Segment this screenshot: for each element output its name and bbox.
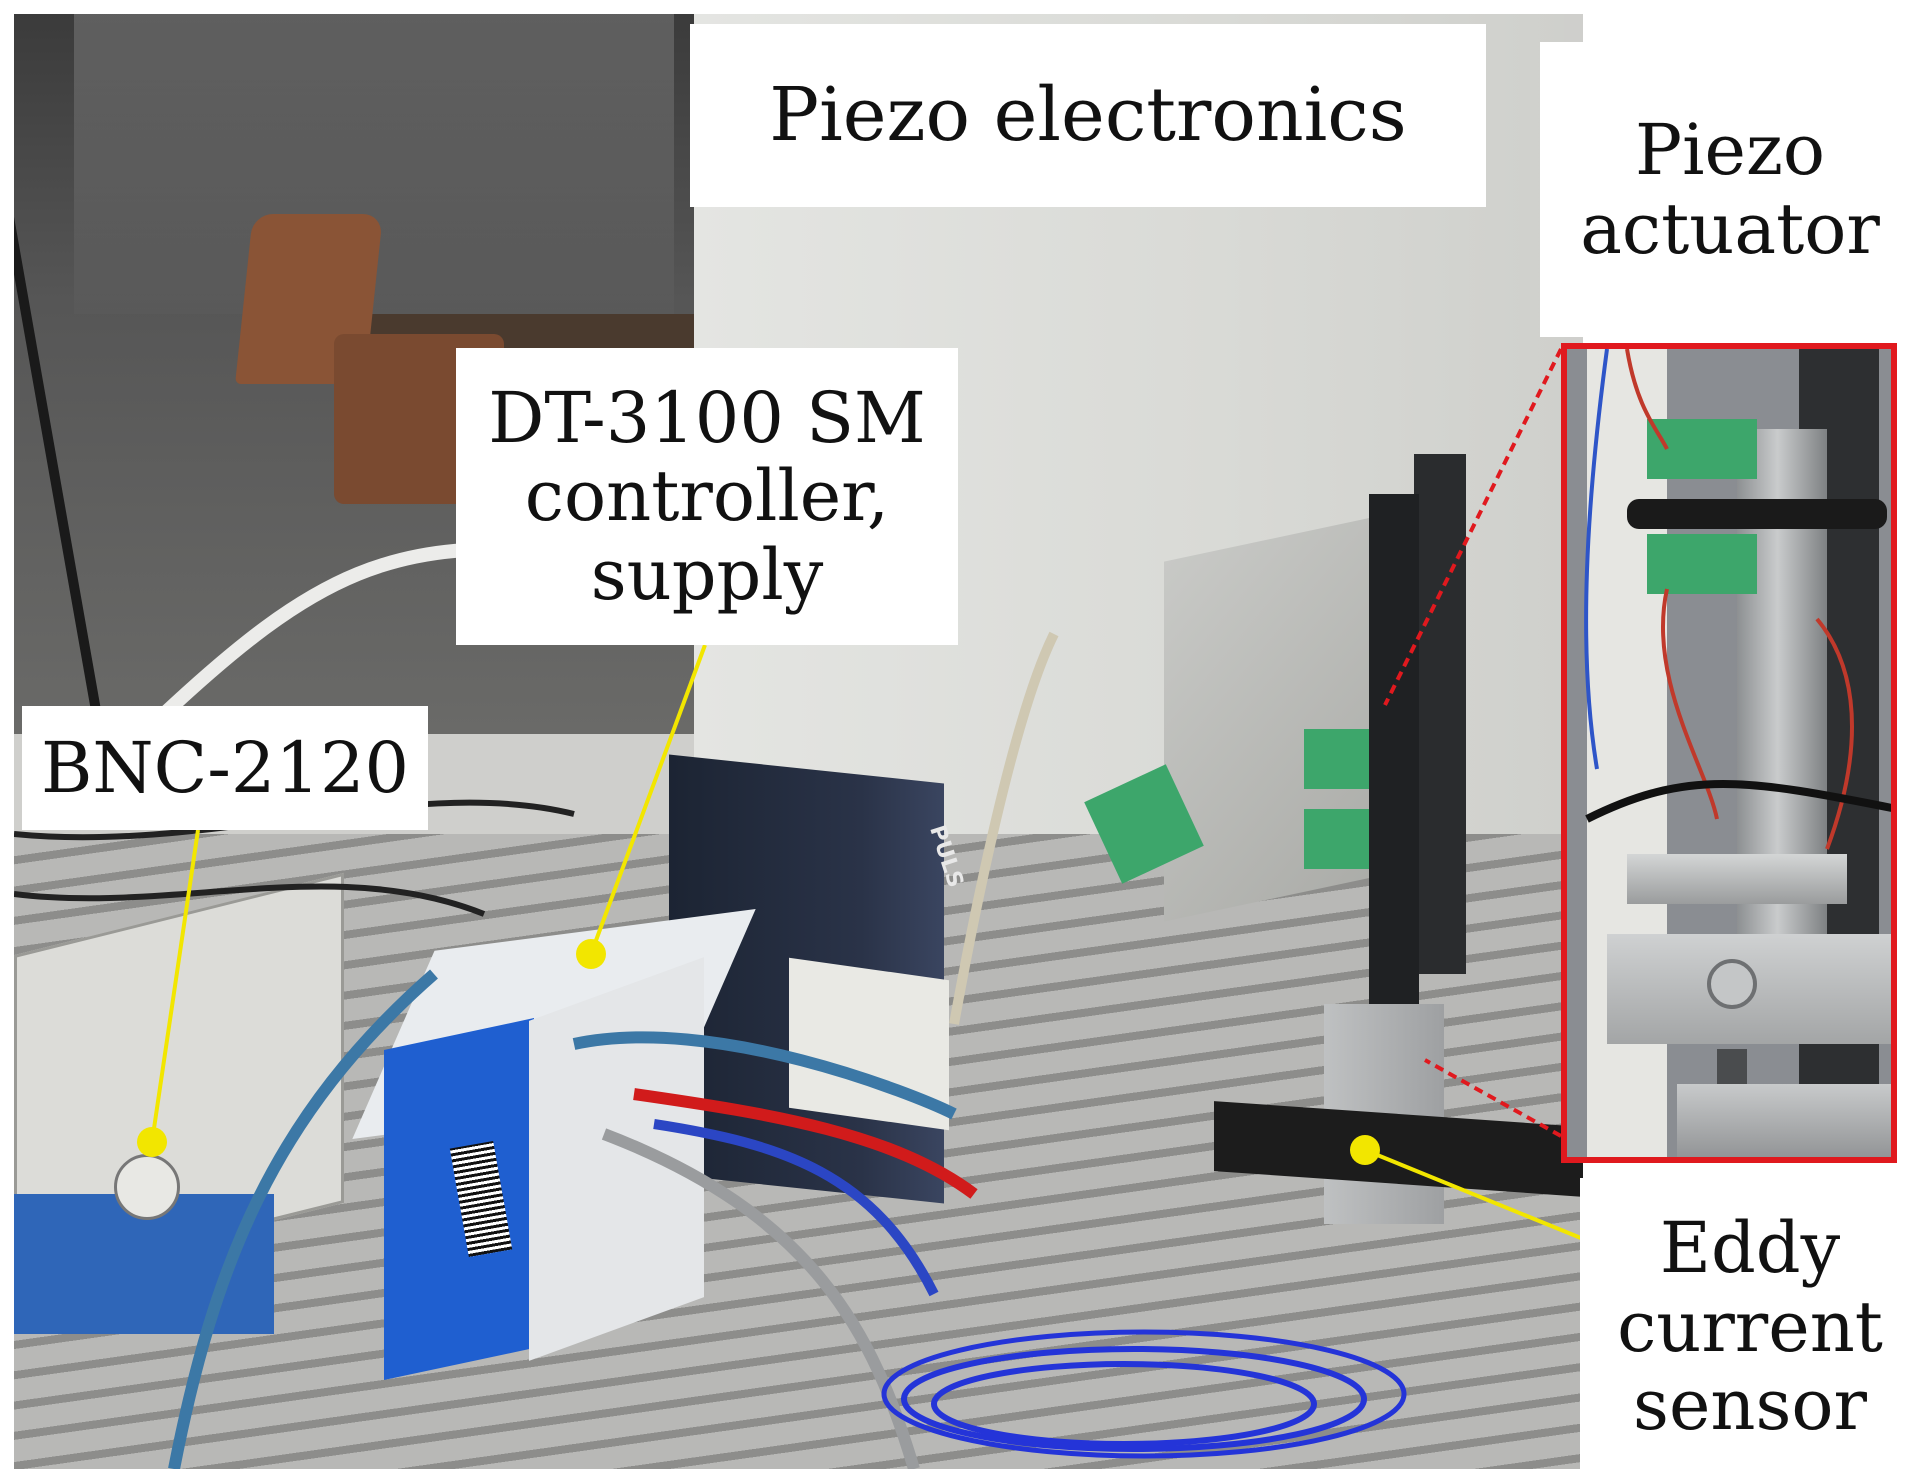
label-piezo-electronics: Piezo electronics	[690, 24, 1486, 207]
inset-screw-head	[1707, 959, 1757, 1009]
inset-actuator-cylinder	[1737, 429, 1827, 1029]
leader-line-controller	[589, 644, 707, 955]
label-controller-line-2: controller,	[524, 455, 890, 538]
label-bnc-2120-line-1: BNC-2120	[40, 726, 410, 809]
label-controller-line-3: supply	[590, 533, 824, 616]
inset-bottom-base	[1677, 1084, 1891, 1157]
label-eddy-line-3: sensor	[1633, 1364, 1867, 1447]
inset-terminal-block-lower	[1647, 534, 1757, 594]
leader-line-bnc	[150, 829, 200, 1143]
leader-dot-bnc	[137, 1127, 167, 1157]
label-bnc-2120: BNC-2120	[22, 706, 428, 830]
label-eddy-current-sensor: Eddy current sensor	[1580, 1178, 1920, 1476]
bnc-knob	[114, 1154, 180, 1220]
label-controller: DT-3100 SM controller, supply	[456, 348, 958, 645]
label-controller-line-1: DT-3100 SM	[488, 376, 926, 459]
label-piezo-actuator-line-1: Piezo	[1635, 109, 1825, 192]
vertical-post-back	[1414, 454, 1466, 974]
label-eddy-line-2: current	[1617, 1285, 1883, 1368]
label-piezo-electronics-line-1: Piezo electronics	[769, 72, 1407, 159]
leader-dot-controller	[576, 939, 606, 969]
inset-guide-upper	[1383, 348, 1563, 706]
leader-dot-eddy	[1350, 1135, 1380, 1165]
label-eddy-line-1: Eddy	[1659, 1207, 1841, 1290]
label-piezo-actuator: Piezo actuator	[1540, 42, 1920, 337]
piezo-actuator-inset	[1561, 343, 1897, 1163]
inset-wires	[1584, 349, 1891, 850]
vertical-post-front	[1369, 494, 1419, 1014]
inset-guide-lower	[1424, 1058, 1562, 1138]
inset-clamp	[1627, 499, 1887, 529]
inset-collar	[1627, 854, 1847, 904]
inset-sensor-tip	[1717, 1049, 1747, 1089]
label-piezo-actuator-line-2: actuator	[1580, 187, 1880, 270]
